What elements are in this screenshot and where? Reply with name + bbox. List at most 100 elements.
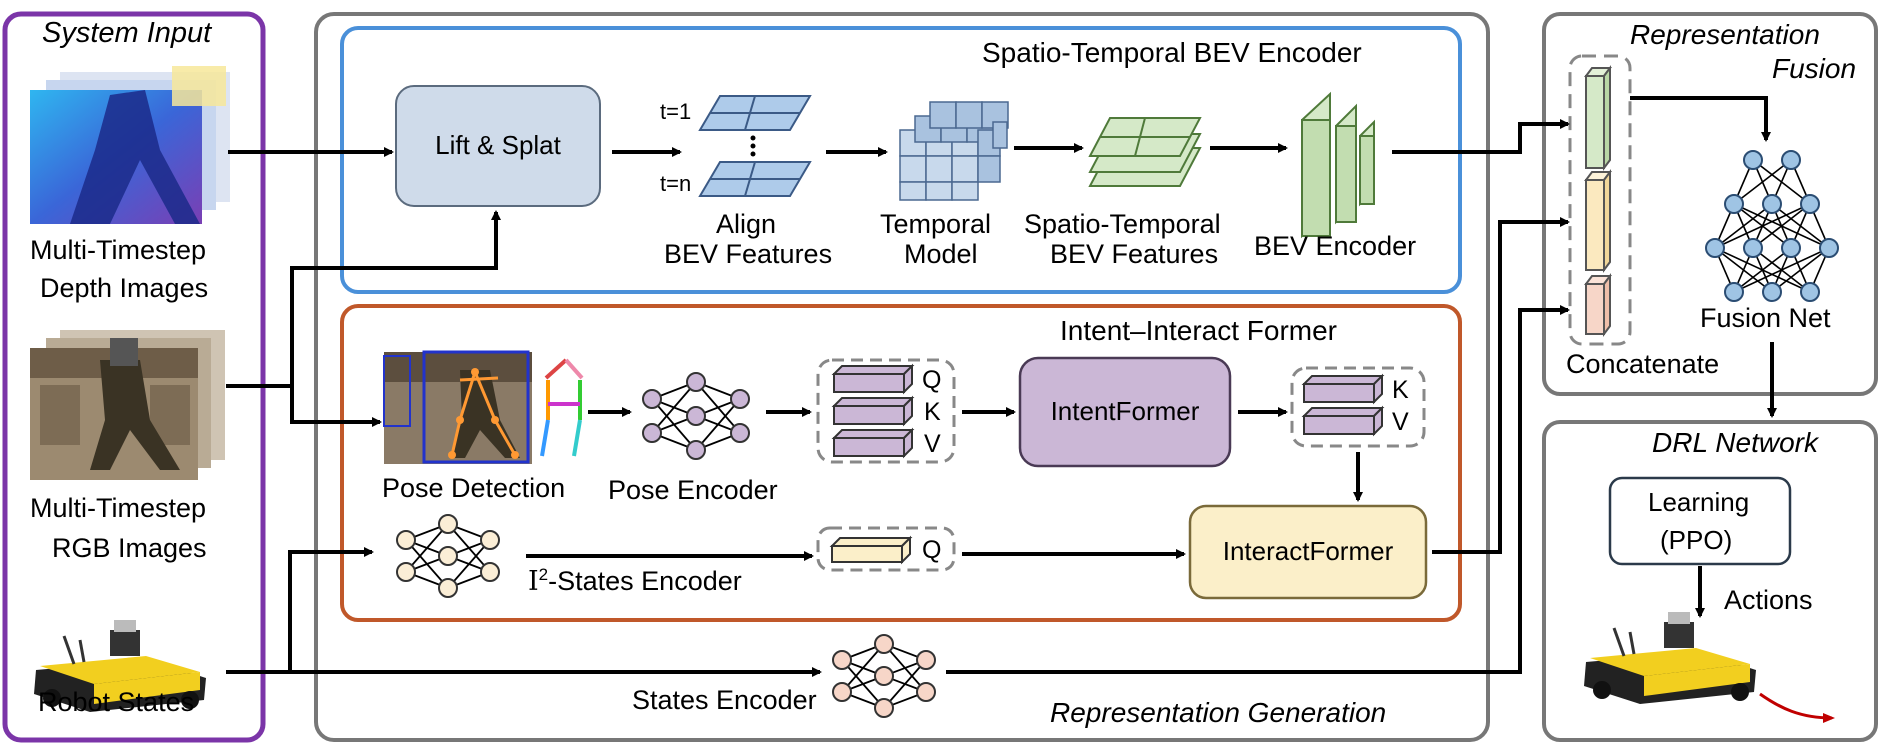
i2-states-encoder-net [396, 514, 500, 598]
net-node [1800, 282, 1820, 302]
kv-v-label: V [1392, 408, 1409, 436]
i2-symbol: I [528, 566, 539, 597]
depth-label-line2: Depth Images [40, 273, 209, 303]
net-node [1781, 238, 1801, 258]
net-edge [1771, 247, 1830, 293]
robot-trajectory-arrow [1759, 692, 1835, 723]
lift-splat-box [395, 85, 601, 207]
temporal-label-line1: Temporal [880, 209, 992, 239]
rgb-images [30, 330, 225, 480]
qkv-v-label: V [924, 430, 941, 458]
net-edge [1733, 247, 1792, 293]
learning-label-line2: (PPO) [1660, 525, 1733, 555]
bev-encoder-title: Spatio-Temporal BEV Encoder [982, 37, 1362, 68]
arrows [226, 96, 1777, 677]
net-node [642, 423, 662, 443]
representation-fusion-panel [1542, 12, 1878, 396]
net-node [874, 634, 894, 654]
learning-label-line1: Learning [1648, 487, 1750, 517]
net-node [686, 406, 706, 426]
net-node [1724, 194, 1744, 214]
net-node [730, 423, 750, 443]
robot-states-label: Robot States [38, 687, 195, 717]
net-node [916, 650, 936, 670]
temporal-model-cubes [899, 101, 1009, 201]
net-node [1762, 194, 1782, 214]
robot-input-image [34, 620, 206, 712]
kv-dashed-group [1290, 366, 1426, 448]
q-token [829, 535, 913, 565]
net-edge [1752, 203, 1811, 249]
net-node [480, 562, 500, 582]
net-node [438, 514, 458, 534]
states-encoder-net [832, 634, 936, 718]
net-node [1762, 282, 1782, 302]
i2-states-encoder-label: I2-States Encoder [528, 565, 742, 597]
fusion-net-label: Fusion Net [1700, 303, 1831, 333]
qkv-k-label: K [924, 398, 941, 426]
states-encoder-label: States Encoder [632, 685, 817, 715]
system-input-title: System Input [42, 17, 212, 49]
align-label-line2: BEV Features [664, 239, 833, 269]
net-node [874, 666, 894, 686]
net-node [438, 578, 458, 598]
pose-encoder-net [642, 372, 750, 460]
net-edge [883, 659, 927, 709]
representation-fusion-title-line1: Representation [1630, 19, 1820, 50]
robot-output-image [1584, 612, 1756, 704]
net-edge [1733, 159, 1792, 205]
representation-generation-panel [314, 12, 1490, 742]
net-node [1743, 238, 1763, 258]
intentformer-label: IntentFormer [1050, 396, 1200, 427]
net-node [480, 530, 500, 550]
representation-fusion-title-line2: Fusion [1772, 53, 1857, 84]
net-node [438, 546, 458, 566]
i2-superscript: 2 [538, 565, 549, 584]
net-node [396, 562, 416, 582]
net-node [832, 682, 852, 702]
pose-detection-label: Pose Detection [382, 473, 566, 503]
rgb-label-line1: Multi-Timestep [30, 493, 207, 523]
net-edge [405, 523, 449, 573]
system-input-panel [2, 11, 266, 743]
drl-network-panel [1542, 420, 1878, 742]
net-node [1819, 238, 1839, 258]
bev-encoder-blocks [1301, 91, 1375, 239]
net-edge [1714, 203, 1811, 249]
net-node [1800, 194, 1820, 214]
q-dashed-group [816, 526, 956, 572]
qkv-tokens [831, 363, 915, 459]
net-node [874, 698, 894, 718]
interactformer-box [1188, 504, 1428, 600]
intent-interact-title: Intent–Interact Former [1060, 315, 1338, 346]
align-label-line1: Align [716, 209, 777, 239]
net-node [686, 372, 706, 392]
net-node [832, 650, 852, 670]
net-edge [1714, 203, 1773, 249]
fusion-net [1705, 150, 1839, 302]
depth-label-line1: Multi-Timestep [30, 235, 207, 265]
net-node [1743, 150, 1763, 170]
rgb-label-line2: RGB Images [52, 533, 207, 563]
actions-label: Actions [1724, 585, 1813, 615]
t1-label: t=1 [660, 99, 692, 124]
spatio-temporal-planes [1088, 117, 1202, 187]
net-edge [841, 643, 885, 693]
representation-generation-title: Representation Generation [1050, 697, 1387, 728]
bev-encoder-panel [340, 26, 1462, 294]
bev-encoder-label: BEV Encoder [1254, 231, 1417, 261]
kv-k-label: K [1392, 376, 1409, 404]
st-features-label-line1: Spatio-Temporal [1024, 209, 1221, 239]
net-edge [651, 381, 697, 434]
net-node [1724, 282, 1744, 302]
depth-images [30, 66, 230, 224]
net-edge [1733, 247, 1830, 293]
net-node [1705, 238, 1725, 258]
net-node [1781, 150, 1801, 170]
drl-network-title: DRL Network [1652, 427, 1818, 458]
pose-encoder-label: Pose Encoder [608, 475, 778, 505]
net-node [916, 682, 936, 702]
net-edge [695, 398, 741, 451]
ellipsis-dots [750, 135, 756, 157]
